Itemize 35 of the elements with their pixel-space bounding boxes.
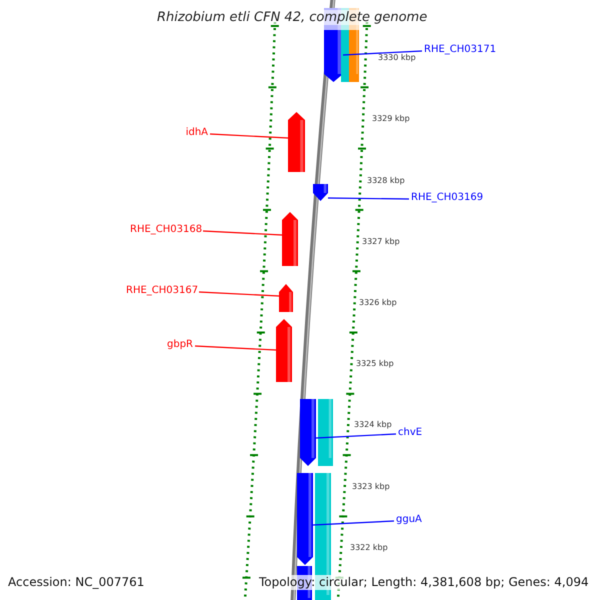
scale-label: 3330 kbp [378, 53, 416, 63]
leader-line [194, 345, 276, 351]
leader-line [312, 520, 394, 526]
gene-feature [288, 112, 305, 172]
gene-feature [282, 212, 298, 266]
gene-label: chvE [398, 427, 422, 439]
gene-feature [313, 184, 328, 201]
leader-line [198, 291, 280, 297]
scale-label: 3329 kbp [372, 114, 410, 124]
footer-note: Topology: circular; Length: 4,381,608 bp; Genes: 4,094 [259, 575, 589, 590]
footer-note: Accession: NC_007761 [8, 575, 144, 590]
gene-feature [276, 319, 292, 382]
leader-line [316, 433, 396, 439]
scale-label: 3325 kbp [356, 359, 394, 369]
scale-label: 3322 kbp [350, 543, 388, 553]
gene-feature [279, 284, 293, 312]
scale-label: 3327 kbp [362, 237, 400, 247]
gene-label: RHE_CH03171 [424, 44, 496, 56]
scale-label: 3326 kbp [359, 298, 397, 308]
leader-line [328, 197, 409, 200]
gene-label: RHE_CH03169 [411, 192, 484, 204]
scale-label: 3323 kbp [352, 482, 390, 492]
gene-label: idhA [180, 127, 208, 139]
leader-line [210, 133, 288, 139]
gene-label: gguA [396, 514, 422, 526]
leader-line [342, 50, 422, 56]
leader-line [202, 230, 282, 236]
gene-feature [300, 399, 316, 466]
scale-label: 3324 kbp [354, 420, 392, 430]
gene-label: RHE_CH03168 [130, 224, 201, 236]
feature-band [318, 399, 333, 466]
title: Rhizobium etli CFN 42, complete genome [157, 10, 428, 25]
gene-label: gbpR [166, 339, 193, 351]
scale-label: 3328 kbp [367, 176, 405, 186]
gene-label: RHE_CH03167 [126, 285, 197, 297]
